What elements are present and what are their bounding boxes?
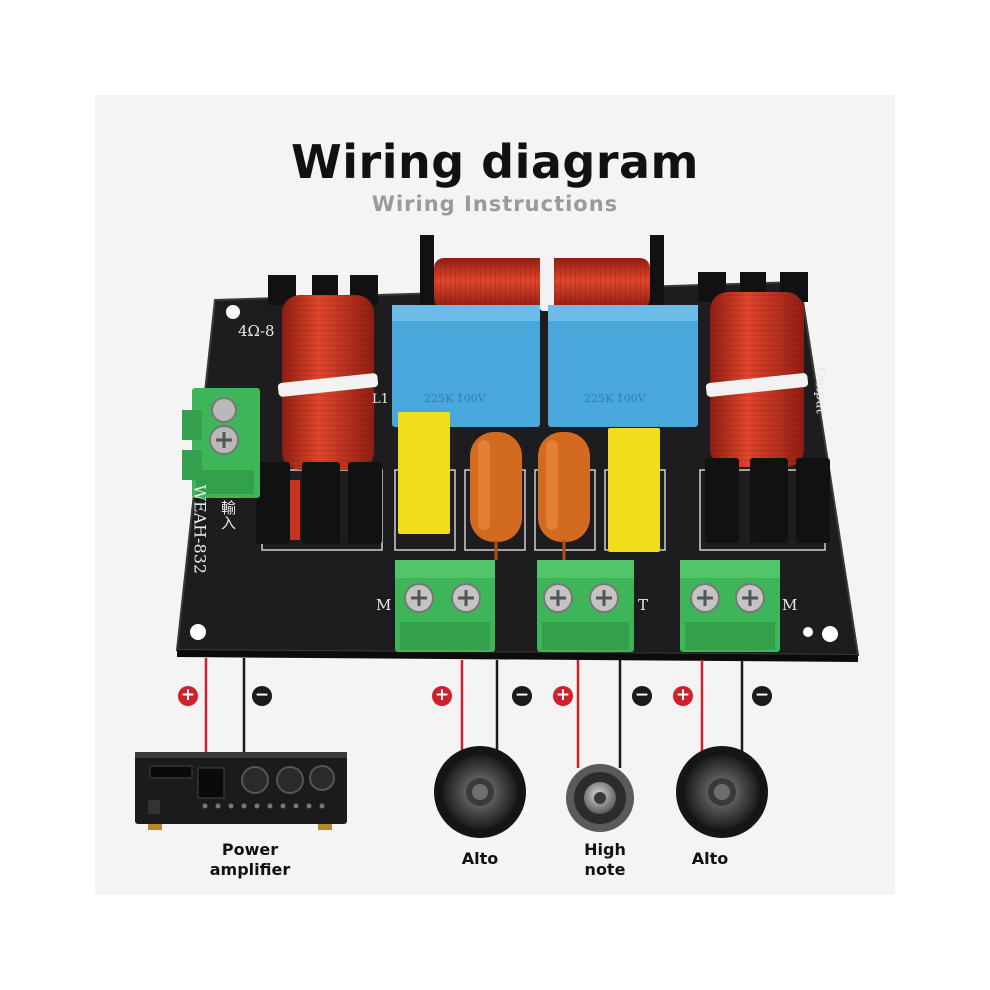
capacitor-blue-right <box>548 305 698 427</box>
power-amplifier-image <box>135 752 347 830</box>
diagram-title: Wiring diagram <box>291 135 699 189</box>
plus-icon: + <box>553 686 573 706</box>
label-alto-left: Alto <box>440 849 520 869</box>
label-line-1: Alto <box>461 849 499 868</box>
terminal-letter-3: M <box>782 596 798 614</box>
capacitor-blue-left <box>392 305 540 427</box>
pcb-input-text: 輸入 <box>219 500 237 530</box>
minus-icon: − <box>632 686 652 706</box>
cap-text-right: 225K 100V <box>584 392 646 405</box>
capacitor-orange-left <box>470 432 522 560</box>
label-line-1: High <box>584 840 626 859</box>
speaker-tweeter-image <box>566 764 634 832</box>
wires <box>204 658 744 768</box>
pcb-output-text: Output <box>812 367 828 414</box>
label-high-note: High note <box>565 840 645 880</box>
capacitor-yellow-left <box>398 412 450 534</box>
mount-hole-bottom-left <box>190 624 206 640</box>
plus-icon: + <box>673 686 693 706</box>
inductor-top <box>420 235 664 311</box>
cap-text-left: 225K 100V <box>424 392 486 405</box>
plus-icon: + <box>432 686 452 706</box>
speaker-alto-left-image <box>434 746 526 838</box>
capacitor-orange-right <box>538 432 590 560</box>
inductor-left <box>256 275 382 544</box>
terminal-letter-1: M <box>376 596 392 614</box>
mount-hole-top-left <box>226 305 240 319</box>
label-line-1: Power <box>221 840 279 859</box>
label-line-1: Alto <box>691 849 729 868</box>
output-terminal-tweeter <box>537 560 634 652</box>
minus-icon: − <box>512 686 532 706</box>
label-alto-right: Alto <box>670 849 750 869</box>
label-power-amplifier: Power amplifier <box>190 840 310 880</box>
label-line-2: amplifier <box>209 860 291 879</box>
input-terminal <box>182 388 260 498</box>
terminal-letter-2: T <box>638 596 649 614</box>
pcb-model-text: WEAH-832 <box>190 484 210 575</box>
plus-icon: + <box>178 686 198 706</box>
output-terminal-mid-right <box>680 560 780 652</box>
mount-hole-bottom-right <box>822 626 838 642</box>
diagram-subtitle: Wiring Instructions <box>371 192 619 216</box>
pcb-impedance-text: 4Ω-8 <box>238 322 275 340</box>
label-line-2: note <box>584 860 626 879</box>
minus-icon: − <box>752 686 772 706</box>
output-terminal-mid-left <box>395 560 495 652</box>
capacitor-yellow-right <box>608 428 660 552</box>
speaker-alto-right-image <box>676 746 768 838</box>
minus-icon: − <box>252 686 272 706</box>
inductor-right <box>698 272 830 543</box>
pcb-coil-label: L1 <box>372 392 389 407</box>
